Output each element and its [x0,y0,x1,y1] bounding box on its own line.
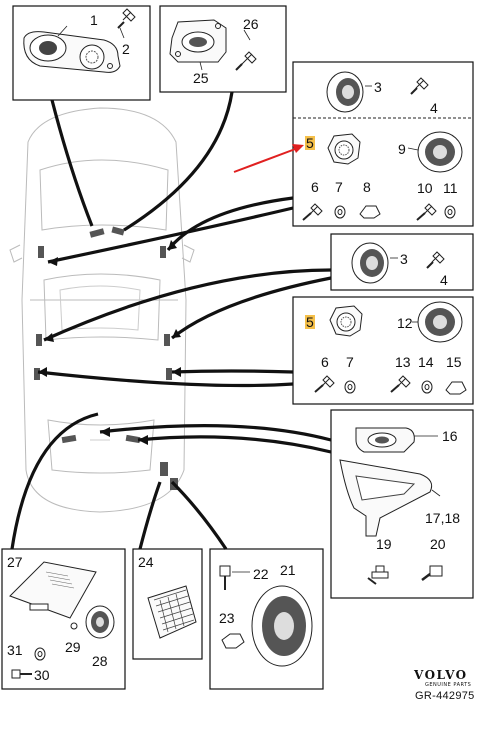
callout-4: 4 [430,100,438,116]
box-rear-door-parts [292,296,474,405]
diagram-reference: GR-442975 [415,690,475,702]
callout-22: 22 [253,566,269,582]
box-door-front-parts [292,61,474,227]
callout-29: 29 [65,639,81,655]
callout-10: 10 [417,180,433,196]
callout-7b: 7 [346,354,354,370]
callout-6: 6 [311,179,319,195]
callout-26: 26 [243,16,259,32]
callout-15: 15 [446,354,462,370]
callout-24: 24 [138,554,154,570]
callout-19: 19 [376,536,392,552]
callout-5-highlighted: 5 [305,135,315,151]
callout-4b: 4 [440,272,448,288]
box-center-speaker [159,5,287,93]
box-center-console-parts [330,409,474,599]
callout-28: 28 [92,653,108,669]
callout-17-18: 17,18 [425,510,461,526]
leader-arrowheads [38,240,181,445]
callout-20: 20 [430,536,446,552]
box-rear-shelf-parts [1,548,126,690]
callout-5b-highlighted: 5 [305,314,315,330]
callout-27: 27 [7,554,23,570]
callout-3b: 3 [400,251,408,267]
callout-25: 25 [193,70,209,86]
callout-31: 31 [7,642,23,658]
box-grille [132,548,203,660]
highlight-arrow [233,144,304,173]
box-tweeter-front [12,5,151,101]
box-subwoofer-parts [209,548,324,690]
callout-9: 9 [398,141,406,157]
callout-2: 2 [122,41,130,57]
callout-21: 21 [280,562,296,578]
callout-8: 8 [363,179,371,195]
callout-6b: 6 [321,354,329,370]
callout-7: 7 [335,179,343,195]
speaker-location-marks [34,226,178,490]
callout-30: 30 [34,667,50,683]
callout-23: 23 [219,610,235,626]
callout-12: 12 [397,315,413,331]
callout-13: 13 [395,354,411,370]
box-door-rear-speaker [330,233,474,291]
callout-16: 16 [442,428,458,444]
callout-14: 14 [418,354,434,370]
leader-lines [10,91,332,550]
volvo-logo: VOLVO [414,668,468,682]
callout-3: 3 [374,79,382,95]
genuine-parts-text: GENUINE PARTS [425,682,472,688]
callout-1: 1 [90,12,98,28]
callout-11: 11 [443,180,458,196]
car-outline [9,107,195,513]
